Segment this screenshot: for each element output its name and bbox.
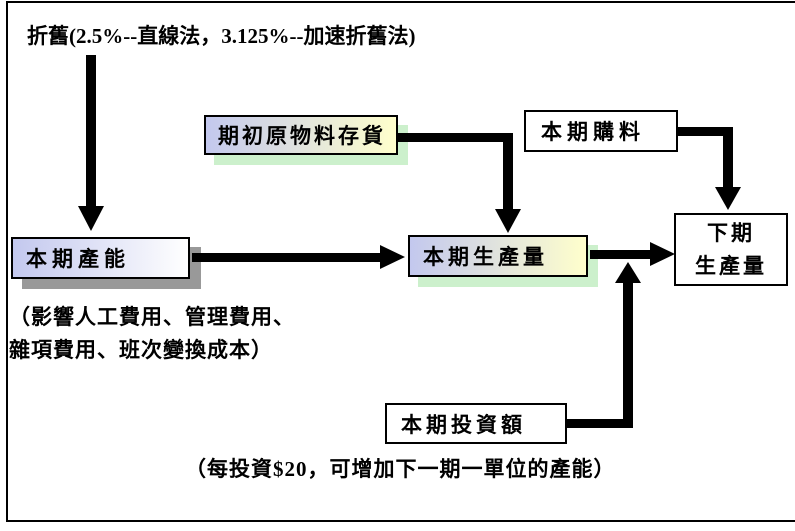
purchases-connector-horizontal [676, 127, 733, 136]
production-box: 本期生產量 [408, 235, 588, 277]
investment-connector-vertical [623, 283, 633, 428]
investment-box: 本期投資額 [385, 403, 567, 444]
production-arrowhead [650, 242, 675, 266]
materials-connector-horizontal [397, 133, 513, 142]
depreciation-label: 折舊(2.5%--直線法，3.125%--加速折舊法) [27, 24, 416, 48]
next-production-label-line2: 生產量 [695, 253, 767, 278]
capacity-effects-line1: （影響人工費用、管理費用、 [9, 305, 295, 329]
beginning-materials-box: 期初原物料存貨 [204, 115, 398, 155]
capacity-box: 本期產能 [11, 237, 190, 279]
capacity-label: 本期產能 [26, 247, 130, 271]
materials-connector-vertical [503, 133, 513, 209]
purchases-box: 本期購料 [524, 110, 678, 152]
purchases-arrowhead [715, 187, 741, 210]
next-production-box: 下期 生產量 [674, 213, 788, 286]
capacity-arrow-shaft [192, 253, 382, 262]
production-arrow-shaft [590, 250, 652, 259]
materials-arrowhead [495, 209, 521, 233]
investment-label: 本期投資額 [401, 412, 526, 437]
investment-connector-horizontal [567, 419, 633, 428]
purchases-connector-vertical [723, 127, 733, 187]
investment-arrowhead [615, 262, 641, 283]
purchases-label: 本期購料 [541, 120, 645, 144]
production-label: 本期生產量 [423, 245, 548, 269]
beginning-materials-label: 期初原物料存貨 [218, 124, 386, 148]
depreciation-arrow-shaft [86, 55, 96, 206]
diagram-border [6, 1, 795, 522]
capacity-arrowhead [380, 245, 405, 269]
investment-rule-label: （每投資$20，可增加下一期一單位的產能） [185, 457, 616, 481]
next-production-label-line1: 下期 [707, 220, 755, 245]
depreciation-arrowhead [78, 206, 104, 231]
capacity-effects-line2: 雜項費用、班次變換成本） [9, 338, 273, 362]
